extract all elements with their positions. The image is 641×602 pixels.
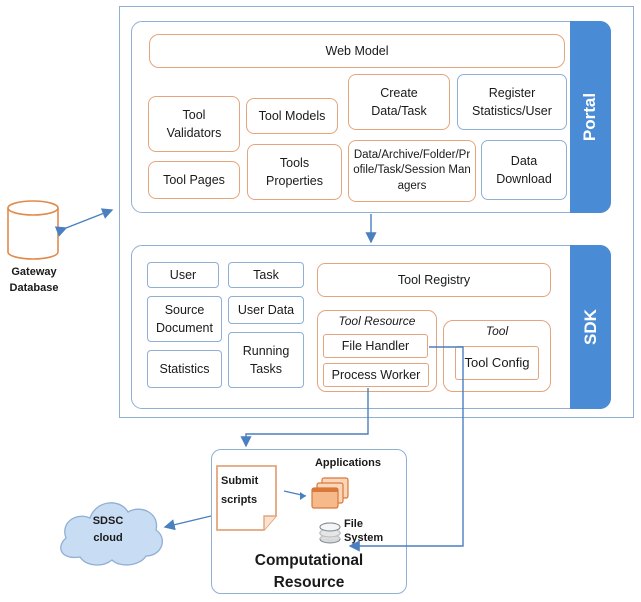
user-label: User [169,267,197,282]
tool-validators-label: Tool Validators [166,107,222,140]
computational-resource-title: Computational Resource [254,552,364,591]
applications-label: Applications [314,457,381,469]
data-download-box: Data Download [481,140,567,200]
tools-properties-box: Tools Properties [247,144,342,200]
process-worker-label: Process Worker [331,367,421,382]
database-icon [7,200,59,260]
submit-scripts-label: Submit scripts [221,475,259,507]
resource-cloud-arrow [163,515,212,531]
create-data-task-label: Create Data/Task [371,85,427,118]
applications-icon [311,477,349,509]
file-handler-box: File Handler [323,334,428,358]
statistics-label: Statistics [159,361,210,376]
user-data-label: User Data [237,302,295,317]
source-document-box: Source Document [147,296,222,342]
file-handler-label: File Handler [341,338,410,353]
tool-pages-label: Tool Pages [163,172,225,187]
register-stats-user-label: Register Statistics/User [472,85,552,118]
running-tasks-label: Running Tasks [242,343,290,376]
filehandler-toolconfig-line [348,346,464,552]
running-tasks-box: Running Tasks [228,332,304,388]
tool-config-box: Tool Config [455,346,539,380]
tool-config-label: Tool Config [464,354,530,370]
register-stats-user-box: Register Statistics/User [457,74,567,130]
sdk-label-bar: SDK [570,245,611,409]
user-box: User [147,262,219,288]
portal-label-bar: Portal [570,21,611,213]
web-model-box: Web Model [149,34,565,68]
tools-properties-label: Tools Properties [266,155,323,188]
create-data-task-box: Create Data/Task [348,74,450,130]
outer-frame [119,6,634,418]
tool-registry-label: Tool Registry [397,272,471,287]
user-data-box: User Data [228,296,304,324]
tool-validators-box: Tool Validators [148,96,240,152]
task-label: Task [253,267,279,282]
task-box: Task [228,262,304,288]
cloud-icon [60,502,163,566]
worker-to-resource-arrow [240,388,369,448]
web-model-label: Web Model [325,43,389,58]
tool-pages-box: Tool Pages [148,161,240,199]
file-system-icon [319,522,341,544]
tool-models-label: Tool Models [258,108,326,123]
tool-resource-label: Tool Resource [338,314,416,328]
managers-box: Data/Archive/Folder/Profile/Task/Session… [348,140,476,202]
statistics-box: Statistics [147,350,222,388]
tool-models-box: Tool Models [246,98,338,134]
sdsc-cloud-label: SDSC cloud [92,515,124,545]
data-download-label: Data Download [496,153,552,186]
gateway-database-label: Gateway Database [9,266,59,294]
source-document-label: Source Document [156,302,213,335]
db-frame-arrow [54,208,114,237]
managers-label: Data/Archive/Folder/Profile/Task/Session… [353,148,471,192]
process-worker-box: Process Worker [323,363,429,387]
tool-label: Tool [485,324,509,338]
tool-registry-box: Tool Registry [317,263,551,297]
